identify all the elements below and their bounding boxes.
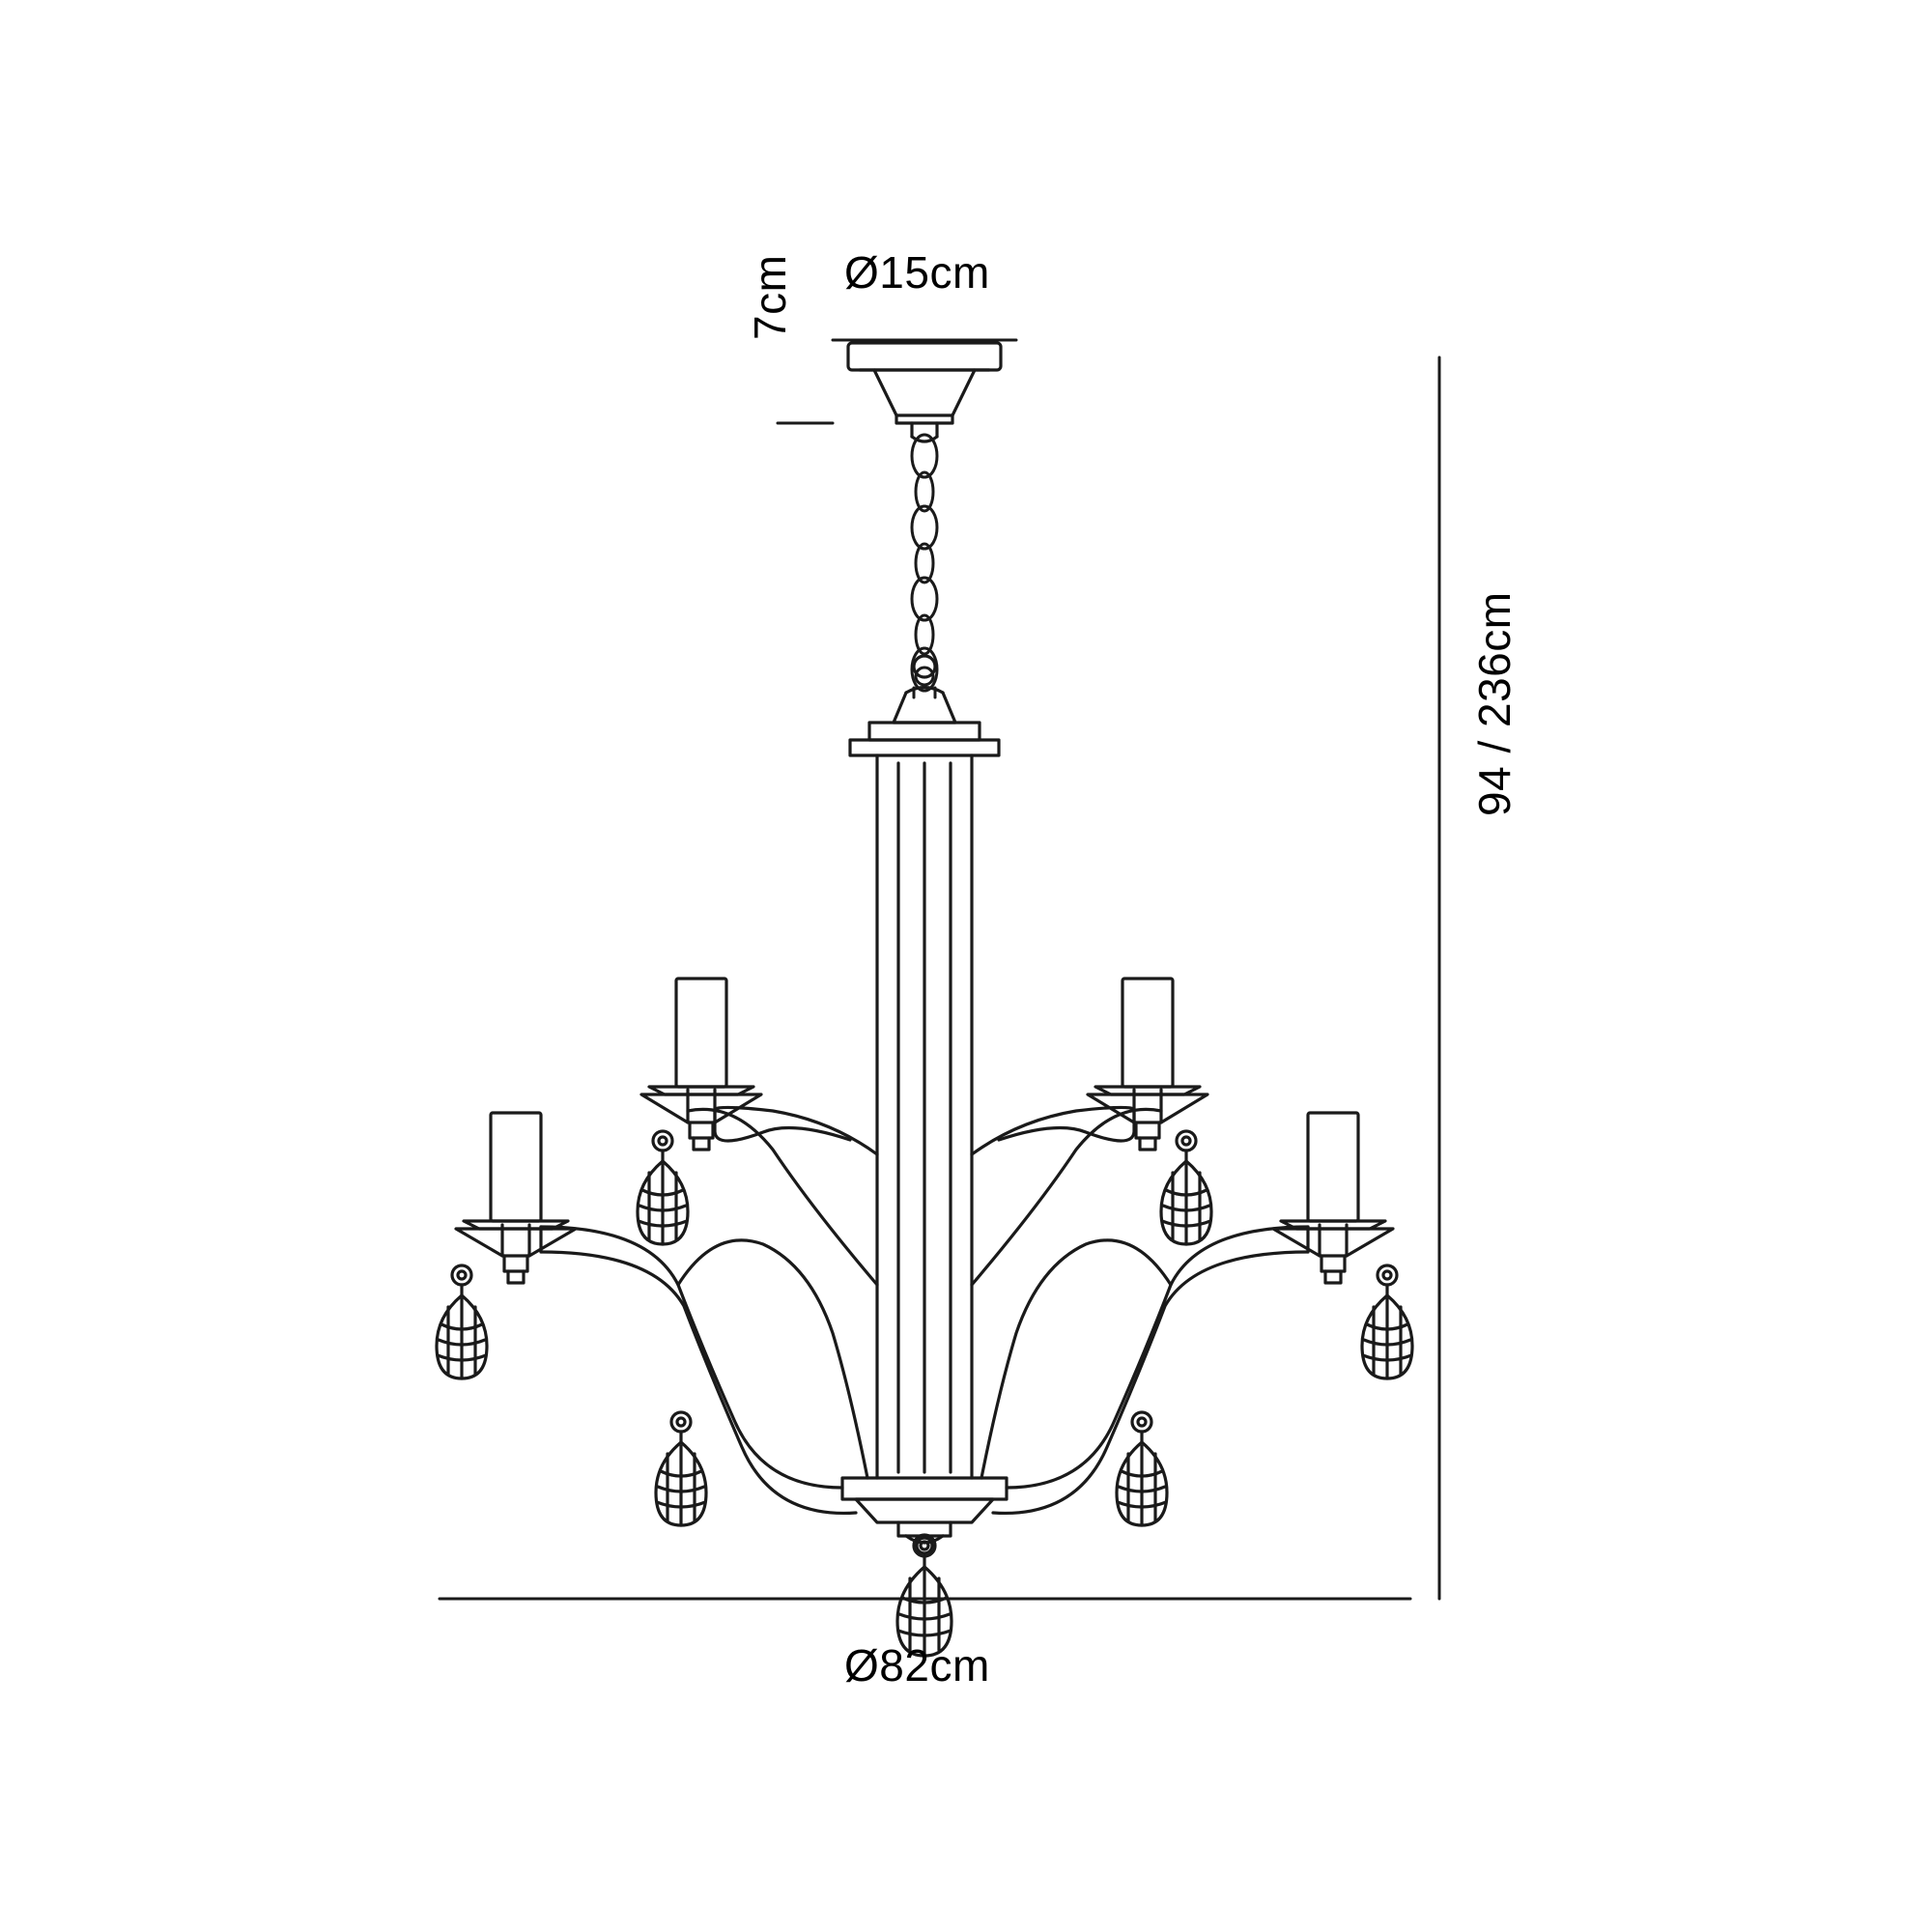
dimension-label-total-height: 94 / 236cm [1469, 591, 1520, 816]
candle-upper-left [639, 977, 763, 1151]
ceiling-canopy [846, 341, 1003, 443]
crystal-drop-upper-left [636, 1129, 690, 1246]
dimension-label-canopy-height: 7cm [745, 254, 795, 340]
crystal-drop-lower-right [1115, 1410, 1169, 1527]
top-finial [848, 654, 1001, 757]
candle-outer-left [454, 1111, 578, 1285]
arm-upper-left [686, 1105, 879, 1287]
arm-lower-outer-right [991, 1225, 1310, 1516]
arm-lower-inner-right [980, 1238, 1173, 1480]
candle-outer-right [1271, 1111, 1395, 1285]
crystal-drop-outer-left [435, 1264, 489, 1380]
dimension-label-bottom-diameter: Ø82cm [844, 1640, 990, 1690]
central-column [875, 753, 974, 1480]
candle-upper-right [1086, 977, 1209, 1151]
crystal-drop-upper-right [1159, 1129, 1213, 1246]
arm-upper-right [970, 1105, 1163, 1287]
arm-lower-inner-left [676, 1238, 869, 1480]
arm-lower-outer-left [539, 1225, 858, 1516]
suspension-chain [910, 433, 939, 699]
crystal-drop-center-bottom [895, 1533, 953, 1658]
dimension-label-top-diameter: Ø15cm [844, 247, 990, 298]
crystal-drop-lower-left [654, 1410, 708, 1527]
crystal-drop-outer-right [1360, 1264, 1414, 1380]
dimension-lines [438, 338, 1441, 1601]
